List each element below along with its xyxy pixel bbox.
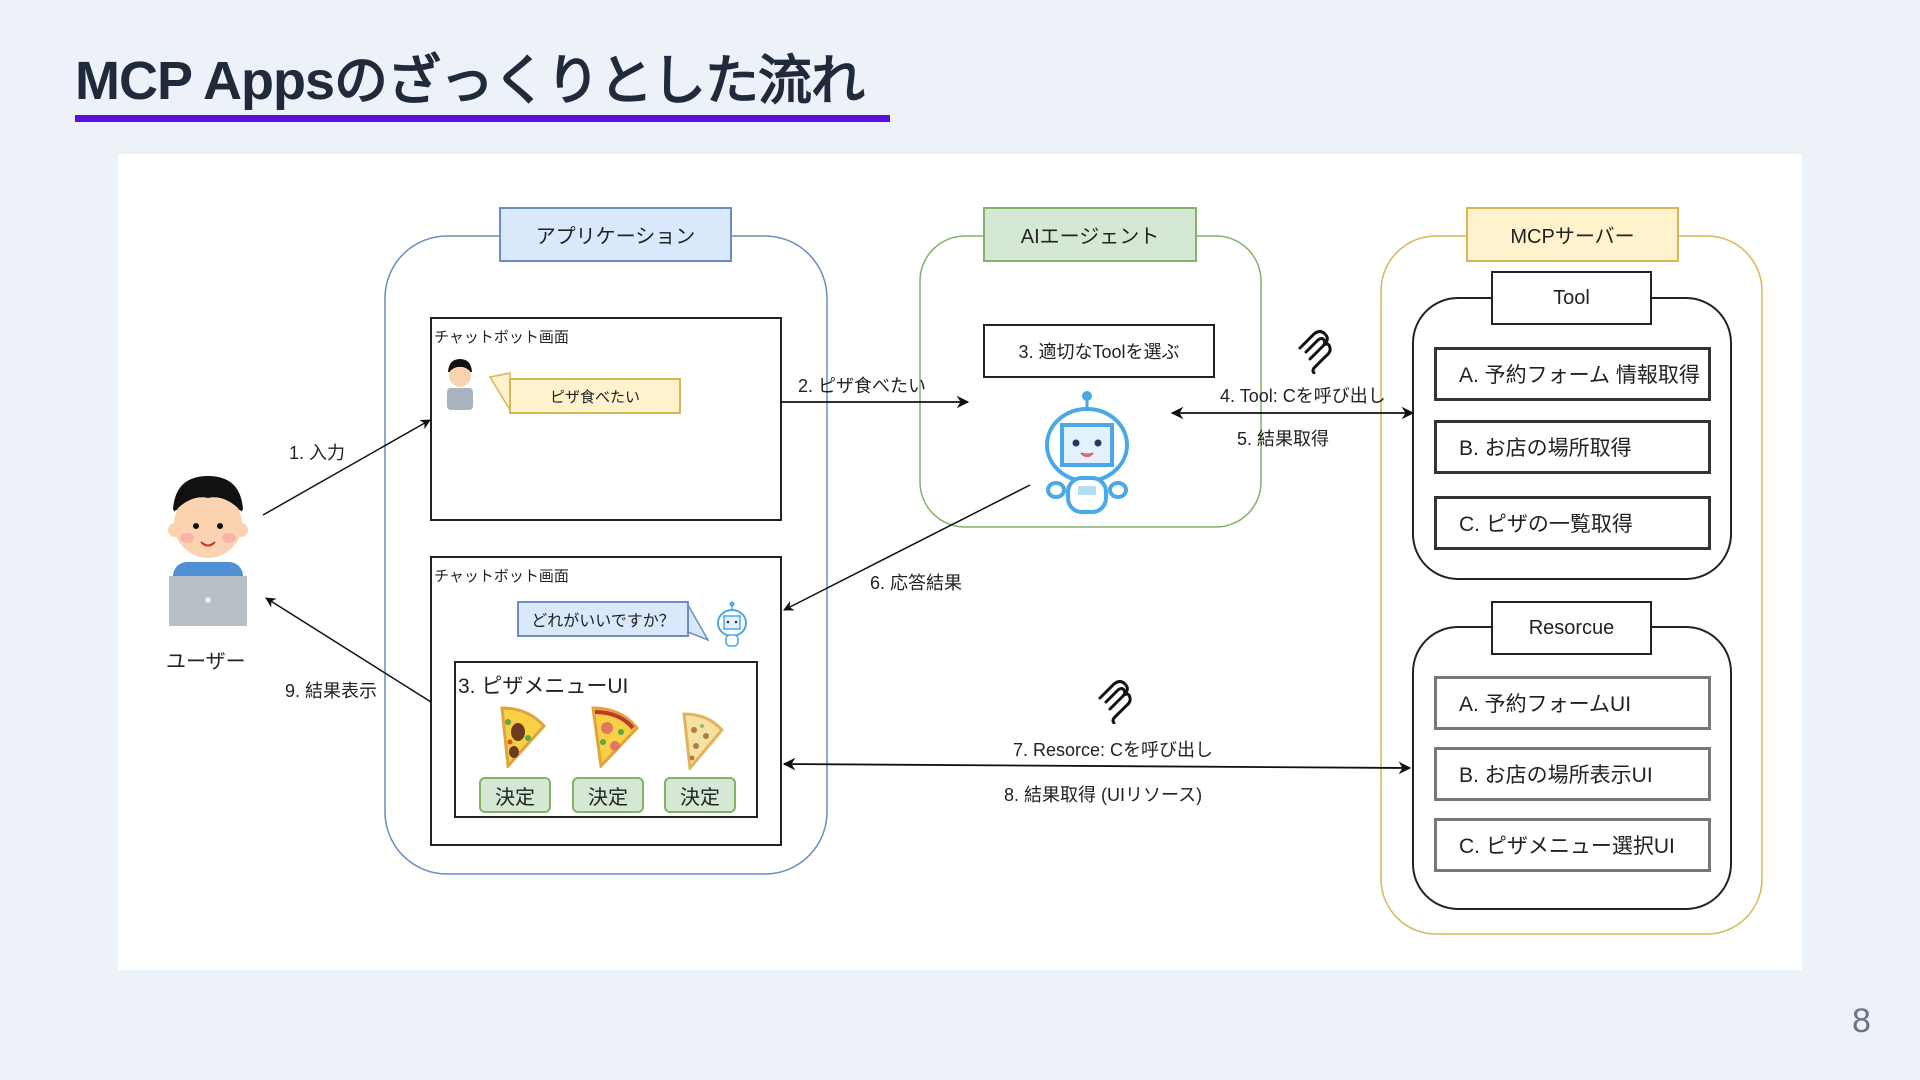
decide-button-3[interactable]: 決定 xyxy=(664,777,736,813)
tool-item-b: B. お店の場所取得 xyxy=(1434,420,1711,474)
chatbot-screen-2-label: チャットボット画面 xyxy=(434,568,569,585)
chatbot-screen-1-label: チャットボット画面 xyxy=(434,329,569,346)
decide-button-2[interactable]: 決定 xyxy=(572,777,644,813)
bot-avatar-icon xyxy=(717,601,747,647)
resource-header: Resorcue xyxy=(1491,601,1652,655)
arrow-step6 xyxy=(783,484,1031,611)
slide-title: MCP Appsのざっくりとした流れ xyxy=(75,51,865,111)
mcp-logo-icon xyxy=(1098,680,1132,724)
resource-item-a: A. 予約フォームUI xyxy=(1434,676,1711,730)
flow-label-step8: 8. 結果取得 (UIリソース) xyxy=(1004,785,1203,805)
application-header: アプリケーション xyxy=(499,207,732,262)
pizza-slice-icon xyxy=(682,712,724,770)
user-message-bubble: ピザ食べたい xyxy=(509,378,681,414)
flow-label-step2: 2. ピザ食べたい xyxy=(798,376,927,396)
user-avatar-icon xyxy=(447,359,473,410)
pizza-slice-icon xyxy=(500,706,547,768)
tool-header: Tool xyxy=(1491,271,1652,325)
flow-label-step6: 6. 応答結果 xyxy=(870,573,963,593)
tool-item-c: C. ピザの一覧取得 xyxy=(1434,496,1711,550)
flow-label-step9: 9. 結果表示 xyxy=(285,681,378,701)
robot-icon xyxy=(1045,391,1129,514)
user-label: ユーザー xyxy=(166,651,246,673)
flow-label-step1: 1. 入力 xyxy=(289,443,346,463)
resource-item-b: B. お店の場所表示UI xyxy=(1434,747,1711,801)
title-underline xyxy=(75,115,890,122)
arrow-step1 xyxy=(262,419,431,516)
tool-item-a: A. 予約フォーム 情報取得 xyxy=(1434,347,1711,401)
pizza-menu-title: 3. ピザメニューUI xyxy=(458,675,629,698)
agent-step-box: 3. 適切なToolを選ぶ xyxy=(983,324,1215,378)
mcp-logo-icon xyxy=(1298,330,1332,374)
page-number: 8 xyxy=(1852,1002,1871,1040)
agent-header: AIエージェント xyxy=(983,207,1197,262)
flow-label-step4: 4. Tool: Cを呼び出し xyxy=(1220,386,1386,406)
decide-button-1[interactable]: 決定 xyxy=(479,777,551,813)
resource-item-c: C. ピザメニュー選択UI xyxy=(1434,818,1711,872)
arrow-step9 xyxy=(265,597,432,703)
flow-label-step7: 7. Resorce: Cを呼び出し xyxy=(1013,740,1214,760)
arrow-step7-8 xyxy=(782,757,1412,775)
flow-label-step5: 5. 結果取得 xyxy=(1237,429,1330,449)
bot-message-bubble: どれがいいですか？ xyxy=(517,601,689,637)
user-with-laptop-icon xyxy=(168,476,248,626)
server-header: MCPサーバー xyxy=(1466,207,1679,262)
chatbot-screen-1 xyxy=(430,317,782,521)
pizza-slice-icon xyxy=(591,706,639,768)
